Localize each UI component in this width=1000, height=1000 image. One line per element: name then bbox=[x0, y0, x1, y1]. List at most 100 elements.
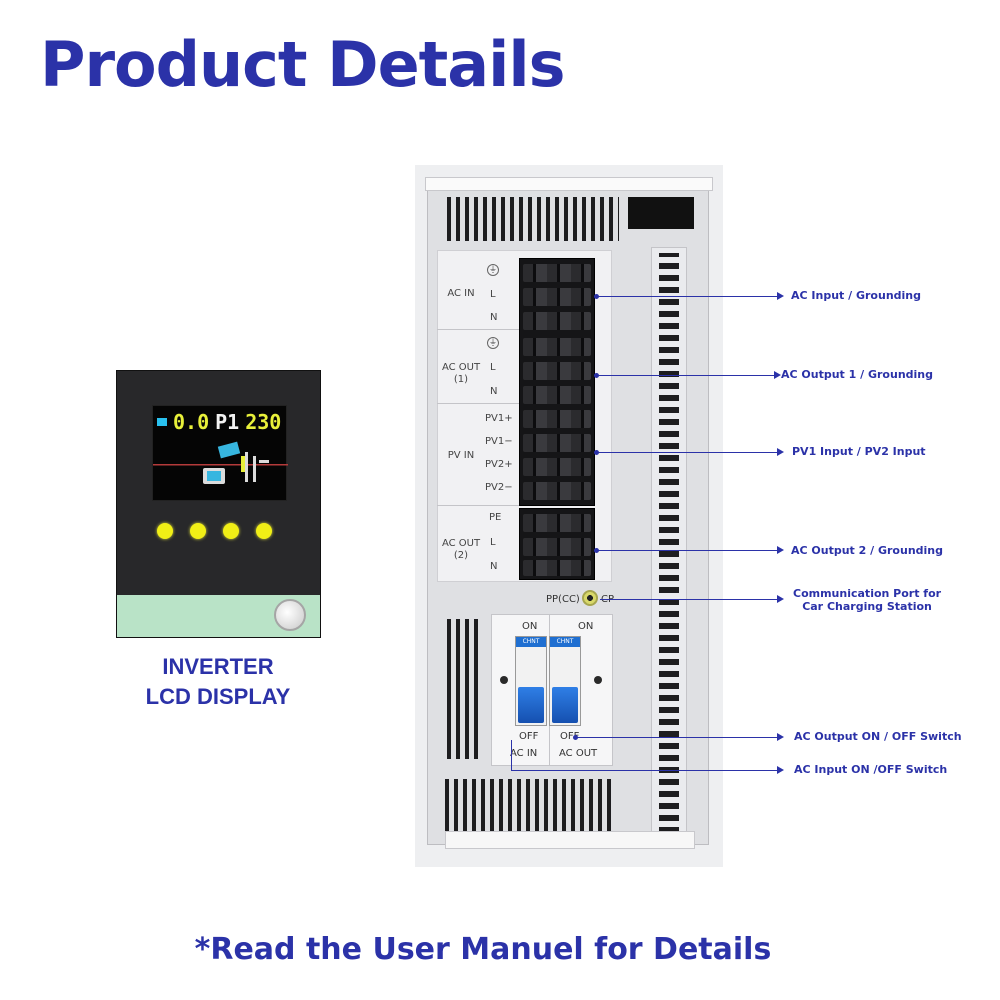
terminal-block bbox=[519, 258, 595, 580]
lcd-display-panel: 0.0 P1 230 bbox=[116, 370, 321, 638]
ac-in-group: AC IN bbox=[437, 256, 522, 330]
ac-out-2-pin-n: N bbox=[490, 561, 498, 572]
arrow-icon bbox=[777, 448, 784, 456]
ac-in-breaker-handle[interactable] bbox=[518, 687, 544, 723]
leader-line bbox=[511, 770, 777, 771]
annotation-comm-line1: Communication Port for bbox=[793, 587, 942, 600]
terminal-slot[interactable] bbox=[523, 434, 591, 452]
ac-out-2-pin-l: L bbox=[490, 537, 496, 548]
lcd-caption-line1: INVERTER bbox=[162, 654, 274, 679]
ac-out-2-pin-pe: PE bbox=[489, 512, 502, 523]
lcd-power-flow-icon bbox=[153, 441, 288, 484]
breaker-name-right: AC OUT bbox=[559, 748, 598, 759]
side-vent bbox=[659, 253, 679, 833]
lcd-screen: 0.0 P1 230 bbox=[152, 405, 288, 501]
ac-out-2-label: AC OUT (2) bbox=[441, 538, 481, 562]
annotation-pv-input: PV1 Input / PV2 Input bbox=[792, 445, 926, 458]
leader-line bbox=[597, 375, 774, 376]
ground-icon: ⏚ bbox=[487, 264, 499, 276]
leader-line bbox=[576, 737, 777, 738]
terminal-slot[interactable] bbox=[523, 288, 591, 306]
terminal-slot[interactable] bbox=[523, 560, 591, 576]
pv-in-label: PV IN bbox=[447, 450, 475, 461]
lcd-button-4[interactable] bbox=[256, 523, 272, 539]
lcd-button-1[interactable] bbox=[157, 523, 173, 539]
terminal-slot[interactable] bbox=[523, 386, 591, 404]
screw-icon bbox=[500, 676, 508, 684]
lcd-button-2[interactable] bbox=[190, 523, 206, 539]
ac-out-1-label-line2: (1) bbox=[453, 374, 469, 385]
ac-out-breaker[interactable]: CHNT bbox=[549, 636, 581, 726]
ac-out-1-pin-n: N bbox=[490, 386, 498, 397]
ac-out-1-label-line1: AC OUT bbox=[441, 362, 481, 373]
ac-in-breaker[interactable]: CHNT bbox=[515, 636, 547, 726]
anchor-dot bbox=[594, 548, 599, 553]
leader-line bbox=[511, 740, 512, 770]
ac-out-2-label-line2: (2) bbox=[453, 550, 469, 561]
annotation-ac-input-switch: AC Input ON /OFF Switch bbox=[794, 763, 948, 776]
annotation-ac-output-switch: AC Output ON / OFF Switch bbox=[794, 730, 962, 743]
top-right-block bbox=[628, 197, 694, 229]
cp-left-label: PP(CC) bbox=[546, 594, 580, 605]
lcd-status-icon bbox=[157, 418, 167, 426]
arrow-icon bbox=[777, 546, 784, 554]
ac-out-2-label-line1: AC OUT bbox=[441, 538, 481, 549]
annotation-comm-line2: Car Charging Station bbox=[802, 600, 932, 613]
anchor-dot bbox=[594, 294, 599, 299]
pv-pin-pv1-plus: PV1+ bbox=[485, 413, 513, 424]
top-vent bbox=[447, 197, 619, 241]
screw-icon bbox=[594, 676, 602, 684]
left-lower-vent bbox=[447, 619, 481, 759]
ac-out-breaker-handle[interactable] bbox=[552, 687, 578, 723]
power-knob-icon[interactable] bbox=[274, 599, 306, 631]
terminal-slot[interactable] bbox=[523, 410, 591, 428]
lcd-mode: P1 bbox=[215, 410, 240, 434]
leader-line bbox=[597, 550, 777, 551]
anchor-dot bbox=[594, 450, 599, 455]
ac-out-1-group: AC OUT (1) bbox=[437, 330, 522, 404]
pv-pin-pv2-plus: PV2+ bbox=[485, 459, 513, 470]
arrow-icon bbox=[777, 595, 784, 603]
leader-line bbox=[597, 296, 777, 297]
leader-line bbox=[600, 599, 777, 600]
terminal-slot[interactable] bbox=[523, 338, 591, 356]
ac-out-2-group: AC OUT (2) bbox=[437, 506, 522, 580]
pv-pin-pv1-minus: PV1− bbox=[485, 436, 513, 447]
arrow-icon bbox=[774, 371, 781, 379]
footer-note: *Read the User Manuel for Details bbox=[194, 932, 772, 967]
breaker-brand: CHNT bbox=[550, 637, 580, 647]
lcd-caption-line2: LCD DISPLAY bbox=[145, 684, 291, 709]
ac-out-1-pin-l: L bbox=[490, 362, 496, 373]
pv-pin-pv2-minus: PV2− bbox=[485, 482, 513, 493]
arrow-icon bbox=[777, 733, 784, 741]
inverter-top-bar bbox=[425, 177, 713, 191]
terminal-slot[interactable] bbox=[523, 362, 591, 380]
lcd-button-3[interactable] bbox=[223, 523, 239, 539]
breaker-brand: CHNT bbox=[516, 637, 546, 647]
arrow-icon bbox=[777, 766, 784, 774]
inverter-bottom-bar bbox=[445, 831, 695, 849]
annotation-ac-output-1: AC Output 1 / Grounding bbox=[781, 368, 934, 381]
lcd-reading-right: 230 bbox=[245, 410, 282, 434]
annotation-ac-output-2: AC Output 2 / Grounding bbox=[791, 544, 944, 557]
terminal-slot[interactable] bbox=[523, 458, 591, 476]
pv-in-group: PV IN bbox=[437, 404, 522, 506]
terminal-slot[interactable] bbox=[523, 514, 591, 532]
terminal-slot[interactable] bbox=[523, 264, 591, 282]
communication-port[interactable] bbox=[582, 590, 598, 606]
breaker-off-right: OFF bbox=[560, 731, 580, 742]
leader-line bbox=[597, 452, 777, 453]
lcd-caption: INVERTER LCD DISPLAY bbox=[118, 652, 318, 712]
terminal-slot[interactable] bbox=[523, 482, 591, 500]
terminal-slot[interactable] bbox=[523, 538, 591, 556]
terminal-slot[interactable] bbox=[523, 312, 591, 330]
ac-in-pin-n: N bbox=[490, 312, 498, 323]
bottom-vent bbox=[445, 779, 615, 831]
lcd-reading-left: 0.0 bbox=[173, 410, 210, 434]
ac-in-label: AC IN bbox=[447, 288, 475, 299]
breaker-off-left: OFF bbox=[519, 731, 539, 742]
ground-icon: ⏚ bbox=[487, 337, 499, 349]
page-title: Product Details bbox=[40, 28, 566, 101]
lcd-bottom-strip bbox=[117, 595, 320, 637]
breaker-on-left: ON bbox=[522, 621, 538, 632]
